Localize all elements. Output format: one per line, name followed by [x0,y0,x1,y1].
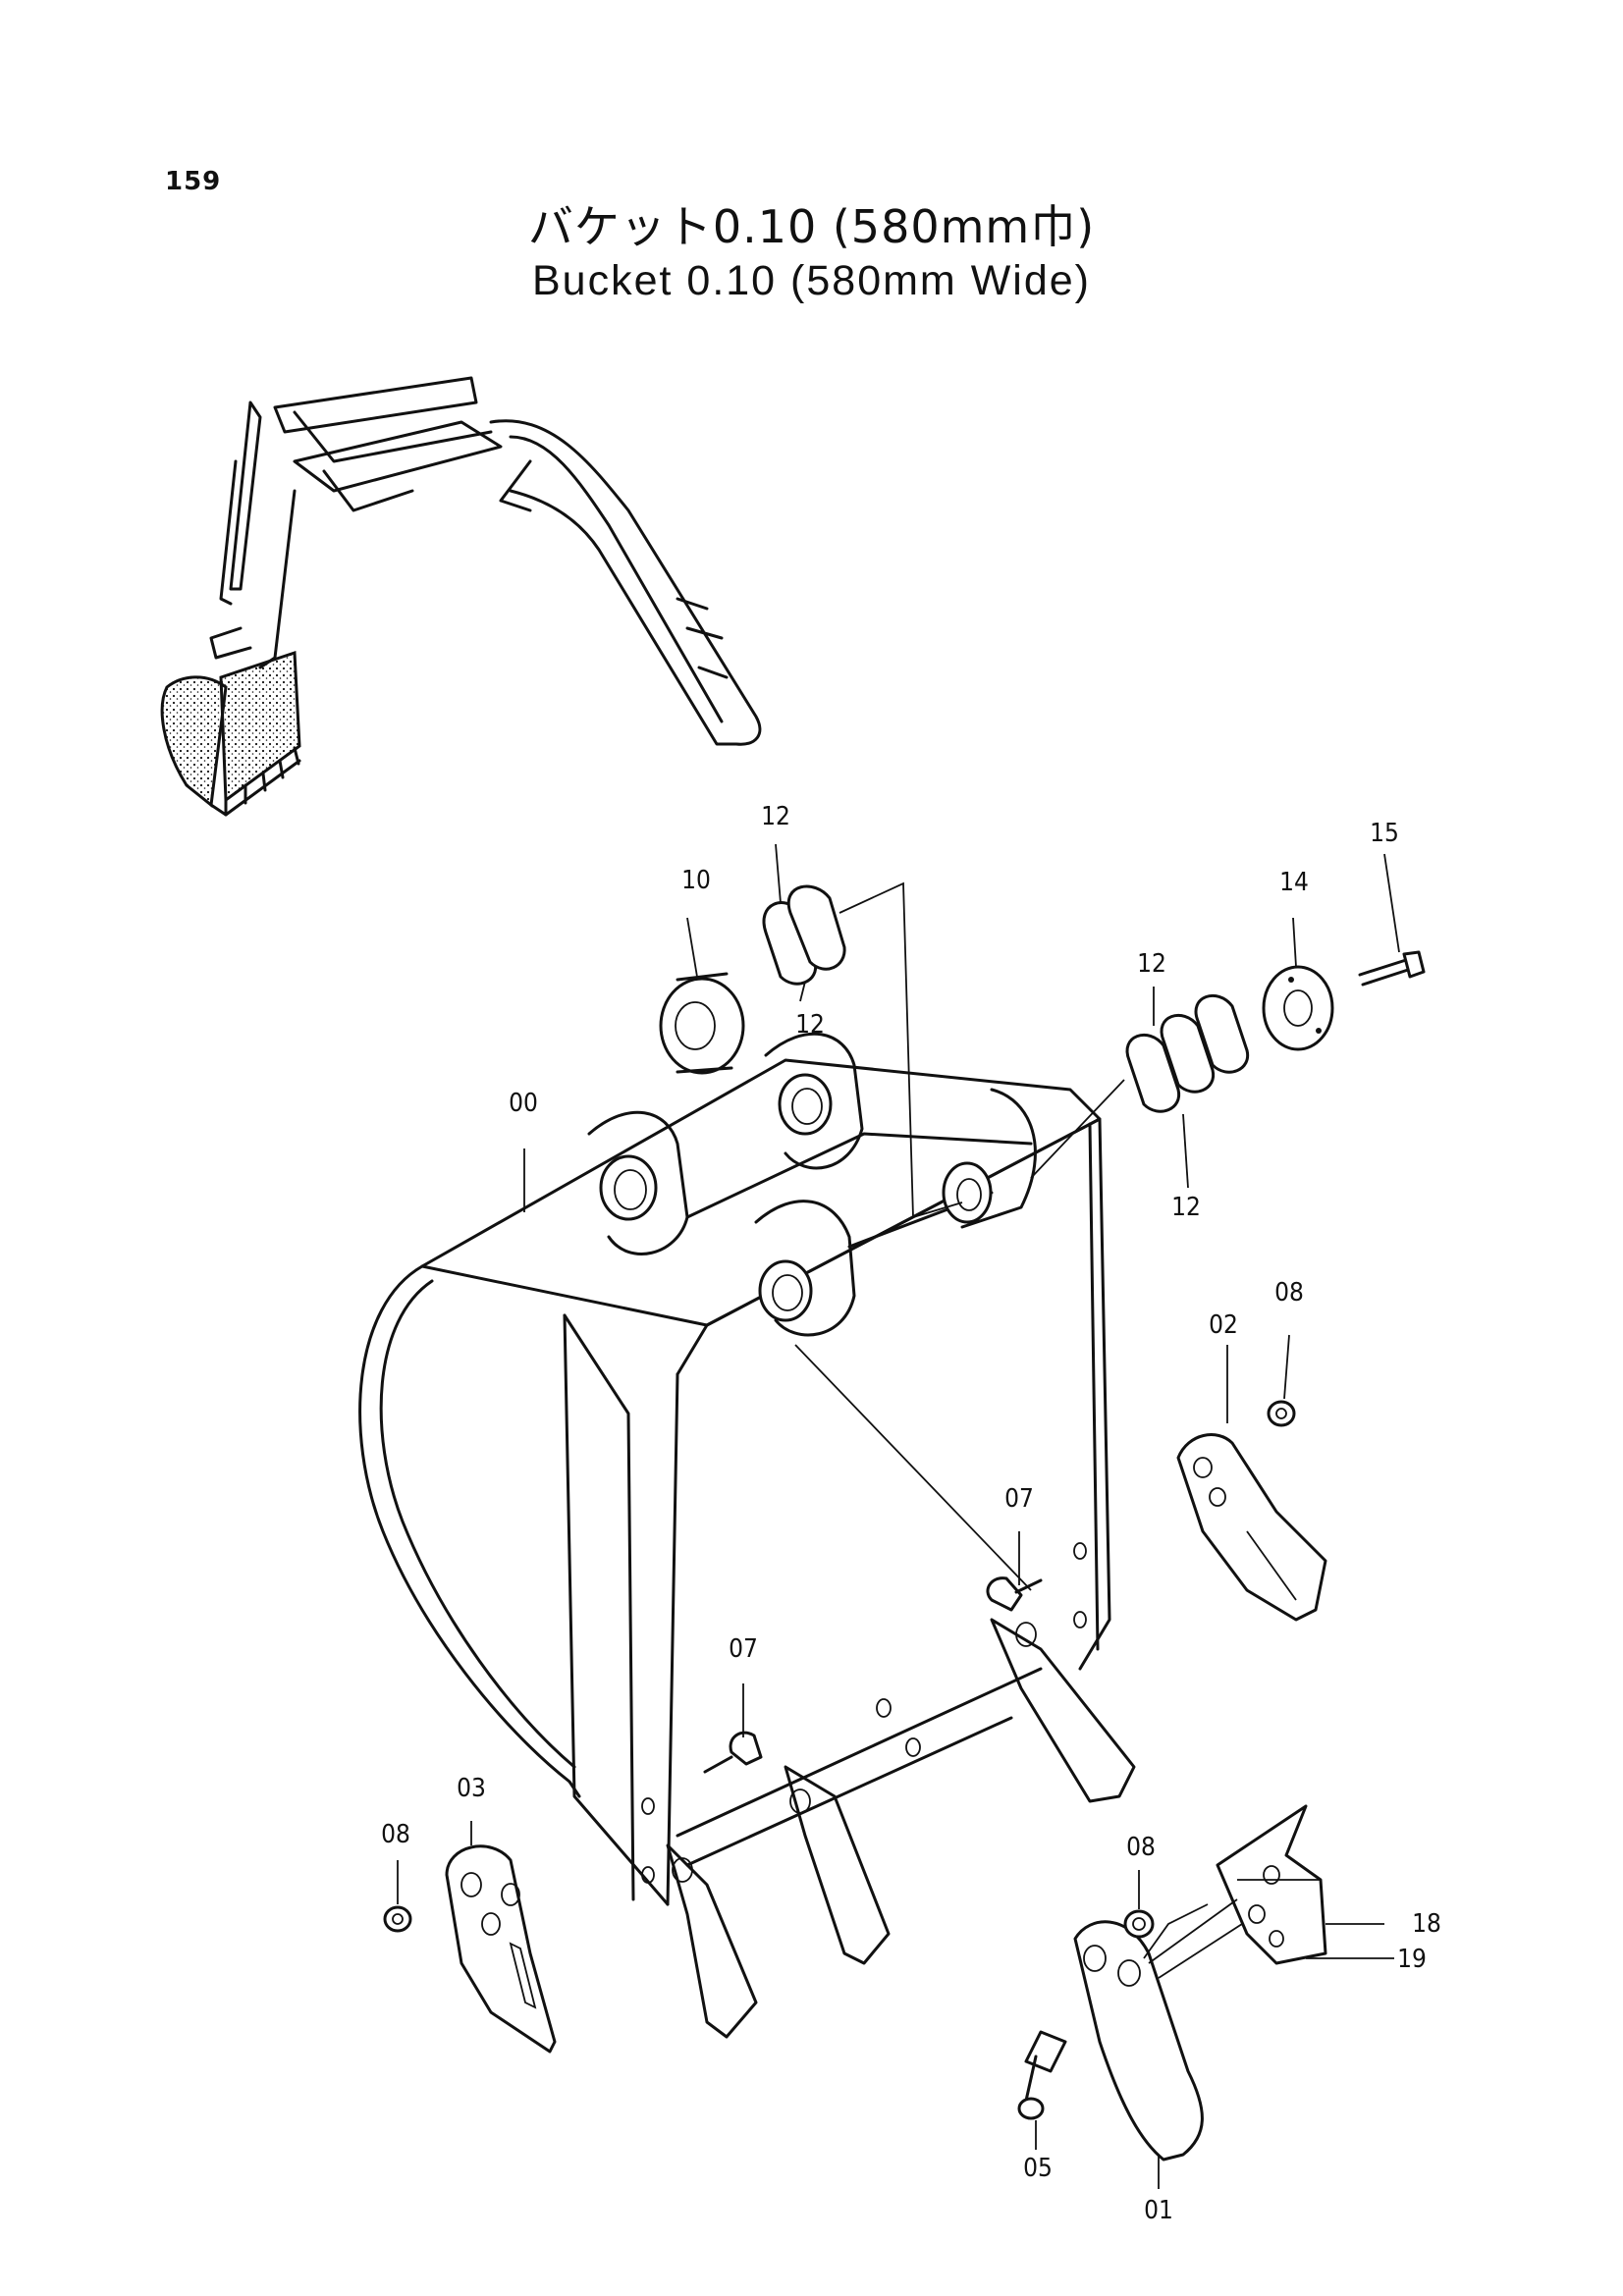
shims-part-12-top [762,881,963,1218]
nut-part-08-right [1123,1909,1155,1939]
callout-01: 01 [1144,2196,1173,2225]
callout-07-right: 07 [1004,1484,1034,1514]
callout-07-left: 07 [729,1634,758,1664]
callout-12-right-bottom: 12 [1171,1193,1201,1222]
shims-part-12-right [1030,993,1250,1179]
callout-08-right: 08 [1126,1833,1156,1862]
callout-05: 05 [1023,2154,1053,2183]
callout-labels: 00 10 12 12 12 12 14 15 08 02 07 07 03 0… [381,802,1441,2225]
callout-00: 00 [509,1089,538,1118]
callout-leaders [397,843,1400,2189]
nut-part-08-top [1267,1400,1296,1427]
bolt-part-15 [1358,950,1426,987]
callout-03: 03 [457,1774,486,1803]
callout-14: 14 [1279,868,1309,897]
adapter-plate-part-18-19 [1148,1804,1327,1979]
excavator-arm-illustration [160,376,762,817]
callout-10: 10 [681,866,711,895]
callout-12-mid: 12 [795,1010,825,1040]
page-title-japanese: バケット0.10 (580mm巾) [527,200,1096,253]
callout-12-top: 12 [761,802,790,831]
page-title-english: Bucket 0.10 (580mm Wide) [532,257,1091,304]
callout-08-top: 08 [1274,1278,1304,1308]
bucket-body [358,1032,1111,1906]
callout-15: 15 [1370,819,1399,848]
bolt-part-07-right [986,1576,1043,1612]
callout-18: 18 [1412,1909,1441,1939]
callout-02: 02 [1209,1310,1238,1340]
callout-08-left: 08 [381,1820,410,1849]
bushing-part-10 [659,972,745,1075]
bucket-teeth [666,1618,1136,2039]
bolt-part-07-left [703,1731,763,1774]
callout-19: 19 [1397,1945,1427,1974]
page-number: 159 [165,167,222,196]
bolt-part-05 [1017,2030,1067,2120]
plate-part-14 [1262,965,1334,1051]
callout-12-right-top: 12 [1137,949,1166,979]
nut-part-08-left [383,1905,412,1933]
tooth-part-01 [1073,1903,1209,2162]
side-cutter-part-03 [445,1844,557,2054]
side-cutter-part-02 [1176,1433,1327,1622]
